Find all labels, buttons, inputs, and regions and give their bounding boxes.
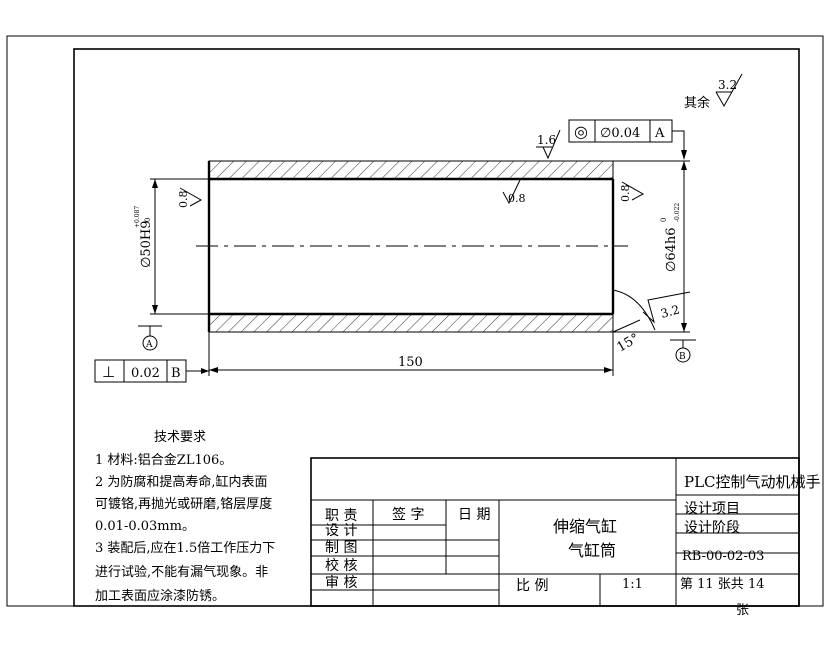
tech-line-3: 可镀铬,再抛光或研磨,铬层厚度 [95, 496, 272, 512]
design-project: 设计项目 [684, 501, 740, 517]
concentricity-frame: ◎ ∅0.04 A [568, 119, 687, 160]
chamfer-annotation: 3.2 15° [612, 289, 691, 356]
roughness-left-face: 0.8 [177, 187, 203, 209]
datum-b-label: B [679, 352, 686, 362]
drawing-number: RB-00-02-03 [682, 549, 764, 564]
roughness-symbol [715, 73, 743, 108]
concentricity-datum: A [654, 126, 665, 141]
scale-label: 比 例 [516, 578, 548, 594]
header-date: 日 期 [458, 507, 490, 523]
tech-line-5: 3 装配后,应在1.5倍工作压力下 [95, 540, 275, 556]
outer-tol-lower: -0.022 [674, 203, 681, 222]
project-name: PLC控制气动机械手 [684, 473, 821, 491]
tech-line-6: 进行试验,不能有漏气现象。非 [95, 564, 268, 580]
roughness-right-face: 0.8 [619, 181, 645, 203]
datum-a: A [138, 325, 162, 351]
tech-title: 技术要求 [154, 430, 206, 445]
perpendicularity-datum: B [171, 366, 181, 381]
top-wall [208, 160, 614, 180]
length-label: 150 [398, 355, 423, 370]
outer-diameter-dimension: ∅64h6 0 -0.022 [613, 160, 690, 333]
concentricity-symbol: ◎ [574, 122, 588, 141]
header-sign: 签 字 [392, 506, 424, 523]
datum-b: B [670, 339, 696, 363]
role-2: 设 计 [325, 523, 357, 539]
tech-line-1: 1 材料:铝合金ZL106。 [95, 452, 232, 468]
outer-tol-upper: 0 [660, 218, 668, 222]
perpendicularity-symbol: ⊥ [102, 363, 115, 381]
tech-line-7: 加工表面应涂漆防锈。 [95, 588, 225, 604]
default-roughness-label: 其余 [684, 95, 710, 111]
roughness-inner: 0.8 [502, 179, 526, 205]
role-4: 校 核 [325, 557, 357, 574]
inner-tol-upper: +0.087 [134, 206, 141, 228]
tech-requirements: 技术要求 1 材料:铝合金ZL106。 2 为防腐和提高寿命,缸内表面 可镀铬,… [95, 430, 275, 604]
roughness-inner-value: 0.8 [508, 192, 526, 205]
roughness-top-value: 1.6 [537, 133, 556, 147]
roughness-left-value: 0.8 [177, 191, 190, 209]
perpendicularity-tolerance: 0.02 [131, 366, 160, 381]
sheet-suffix: 张 [736, 603, 749, 618]
bottom-wall [208, 313, 614, 333]
default-roughness: 其余 3.2 [684, 73, 743, 111]
roughness-chamfer-value: 3.2 [659, 302, 681, 320]
role-1: 职 责 [325, 508, 357, 524]
part-name-2: 气缸筒 [568, 541, 616, 560]
chamfer-angle: 15° [615, 331, 642, 356]
part-name-1: 伸缩气缸 [553, 517, 617, 536]
tech-line-4: 0.01-0.03mm。 [95, 519, 195, 534]
length-dimension: 150 [208, 332, 614, 376]
perpendicularity-frame: ⊥ 0.02 B [94, 359, 209, 383]
inner-diameter-dimension: ∅50H9 +0.087 0 [134, 178, 209, 315]
role-3: 制 图 [325, 540, 357, 556]
roughness-right-value: 0.8 [619, 185, 632, 203]
concentricity-tolerance: ∅0.04 [600, 126, 640, 141]
outer-diameter-label: ∅64h6 [664, 227, 679, 272]
roughness-top: 1.6 [536, 129, 561, 160]
inner-diameter-label: ∅50H9 [139, 221, 154, 268]
inner-tol-lower: 0 [144, 218, 152, 222]
design-stage: 设计阶段 [684, 520, 740, 536]
tech-line-2: 2 为防腐和提高寿命,缸内表面 [95, 474, 268, 490]
sheet-info: 第 11 张共 14 [680, 577, 764, 592]
default-roughness-value: 3.2 [718, 78, 737, 92]
role-5: 审 核 [325, 575, 357, 591]
title-block: PLC控制气动机械手 签 字 日 期 职 责 设 计 制 图 校 核 审 核 伸… [310, 457, 821, 607]
datum-a-label: A [145, 340, 153, 350]
scale-value: 1:1 [622, 577, 643, 592]
